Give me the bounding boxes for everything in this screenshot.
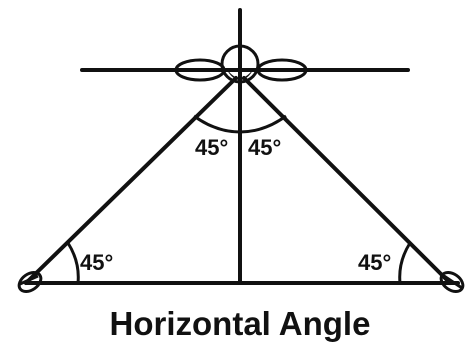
top-right-angle-label: 45° <box>248 135 281 160</box>
bottom-left-angle-arc <box>66 242 80 284</box>
top-left-angle-arc <box>193 114 241 134</box>
right-guy-line <box>242 76 452 285</box>
diagram-caption: Horizontal Angle <box>110 305 371 342</box>
top-left-angle-label: 45° <box>195 135 228 160</box>
left-anchor-icon <box>17 270 43 294</box>
top-hardware-icon <box>174 44 308 84</box>
right-anchor-icon <box>439 270 465 294</box>
bottom-right-angle-arc <box>398 242 412 284</box>
bottom-right-angle-label: 45° <box>358 250 391 275</box>
top-right-angle-arc <box>239 114 287 134</box>
bottom-left-angle-label: 45° <box>80 250 113 275</box>
left-guy-line <box>24 76 238 285</box>
